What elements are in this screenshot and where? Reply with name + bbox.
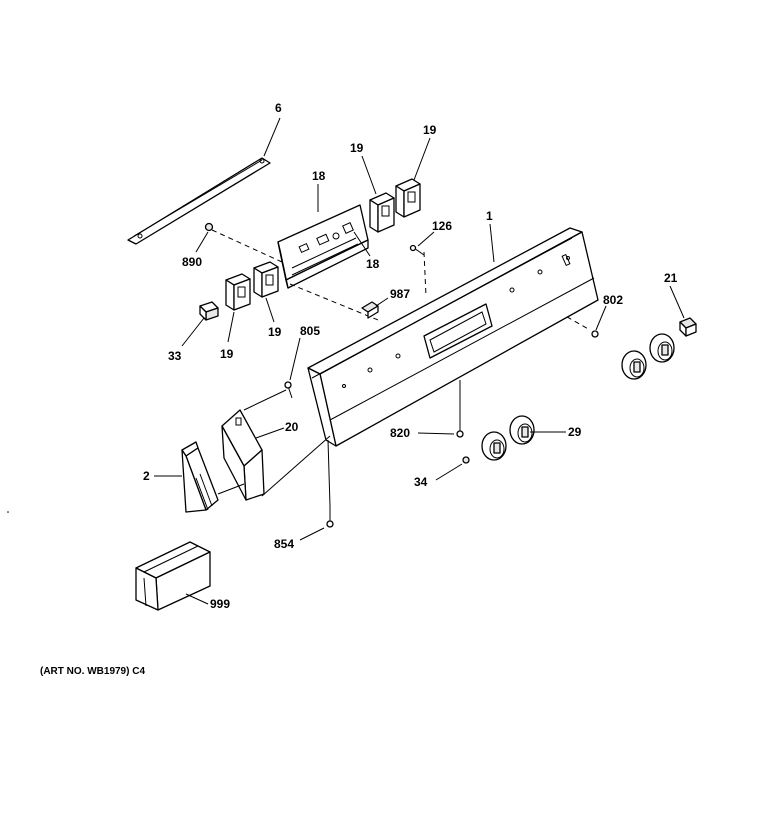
callout-2: 2 <box>143 469 150 483</box>
callout-18b: 18 <box>366 257 380 271</box>
leader-820b <box>417 432 455 435</box>
leader-2-bracket <box>217 483 245 495</box>
leader-805 <box>289 337 301 381</box>
knob-lower-2 <box>509 415 535 445</box>
part-802-grommet <box>591 330 599 338</box>
part-19-switch-lower-left <box>225 273 251 311</box>
callout-21: 21 <box>664 271 678 285</box>
callout-987: 987 <box>390 287 410 301</box>
callout-854: 854 <box>274 537 294 551</box>
knob-right-1 <box>621 350 647 380</box>
leader-890 <box>195 231 209 253</box>
callout-19b: 19 <box>423 123 437 137</box>
callout-820: 820 <box>390 426 410 440</box>
callout-1: 1 <box>486 209 493 223</box>
part-20-bracket <box>221 409 265 501</box>
part-19-switch-upper-right <box>395 178 421 218</box>
callout-34: 34 <box>414 475 428 489</box>
leader-126 <box>417 231 435 247</box>
callout-33: 33 <box>168 349 182 363</box>
leader-6 <box>263 117 281 157</box>
callout-20: 20 <box>285 420 299 434</box>
callout-19c: 19 <box>220 347 234 361</box>
leader-34 <box>435 463 463 481</box>
knob-right-2 <box>649 333 675 363</box>
callout-29: 29 <box>568 425 582 439</box>
callout-999: 999 <box>210 597 230 611</box>
part-19-switch-lower-right <box>253 261 279 298</box>
leader-18b <box>353 231 371 257</box>
part-33-switch <box>199 301 219 321</box>
part-890-grommet <box>204 222 214 232</box>
leader-19b <box>413 137 431 181</box>
callout-890: 890 <box>182 255 202 269</box>
art-number: (ART NO. WB1979) C4 <box>40 666 146 677</box>
leader-19d <box>265 297 275 323</box>
leader-21 <box>669 285 685 319</box>
leader-19a <box>361 155 377 195</box>
leader-999 <box>185 593 209 605</box>
scan-dot <box>7 511 9 513</box>
part-126-screw <box>409 244 425 256</box>
callout-126: 126 <box>432 219 452 233</box>
part-987-clip <box>361 301 379 319</box>
part-854-screw <box>326 506 334 528</box>
dashed-line-126 <box>423 251 427 297</box>
leader-33 <box>181 317 205 347</box>
dashed-line-board <box>289 283 379 321</box>
leader-854-shaft <box>327 439 331 507</box>
part-1-backsplash-panel <box>307 227 599 447</box>
leader-19c <box>227 311 235 343</box>
callout-802: 802 <box>603 293 623 307</box>
part-19-switch-upper-left <box>369 192 395 233</box>
callout-805: 805 <box>300 324 320 338</box>
part-999-box <box>135 541 211 611</box>
leader-987 <box>375 297 389 307</box>
callout-6: 6 <box>275 101 282 115</box>
part-6-trim-strip <box>127 157 271 245</box>
part-820-screw <box>456 424 464 438</box>
part-21-knob-insert <box>679 317 697 337</box>
leader-1 <box>489 223 495 263</box>
leader-20 <box>255 427 285 439</box>
part-805-screw <box>284 381 293 399</box>
callout-19a: 19 <box>350 141 364 155</box>
dashed-line-890 <box>211 229 283 263</box>
leader-802 <box>595 305 607 331</box>
leader-805-bracket <box>243 389 287 411</box>
callout-19d: 19 <box>268 325 282 339</box>
leader-20-panel <box>261 435 331 497</box>
part-34-grommet <box>462 456 470 464</box>
part-2-side-cover <box>181 441 219 513</box>
leader-854 <box>299 527 325 541</box>
knob-lower-1 <box>481 431 507 461</box>
part-18-control-board <box>277 204 369 289</box>
callout-18a: 18 <box>312 169 326 183</box>
